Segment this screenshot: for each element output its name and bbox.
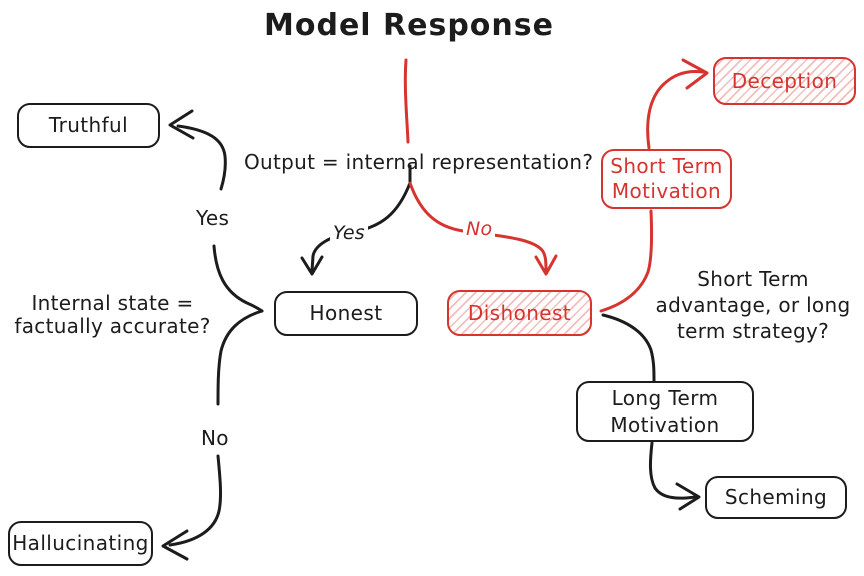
- edge-label-yes-honest: Yes: [330, 222, 369, 244]
- arrowhead-deception: [681, 58, 709, 90]
- node-dishonest: Dishonest: [447, 290, 592, 336]
- edge-honest-brace-lower: [216, 309, 264, 406]
- edge-label-yes-truthful: Yes: [196, 206, 230, 230]
- node-short-term-motivation: Short Term Motivation: [601, 149, 732, 209]
- arrowhead-scheming: [675, 482, 701, 511]
- node-truthful: Truthful: [17, 103, 160, 148]
- question-short-vs-long: Short Term advantage, or long term strat…: [655, 267, 851, 343]
- question-output-vs-internal: Output = internal representation?: [244, 150, 594, 174]
- question-internal-state: Internal state = factually accurate?: [14, 291, 211, 338]
- node-honest: Honest: [274, 291, 418, 336]
- node-hallucinating: Hallucinating: [8, 521, 153, 566]
- arrowhead-hallucinating: [161, 529, 189, 561]
- edge-stm-to-deception: [646, 70, 705, 150]
- arrowhead-dishonest: [534, 254, 558, 276]
- diagram-title: Model Response: [264, 8, 554, 43]
- node-scheming: Scheming: [705, 476, 847, 519]
- edge-dishonest-to-ltm: [601, 313, 656, 383]
- node-long-term-motivation: Long Term Motivation: [576, 381, 754, 442]
- arrowhead-honest: [300, 255, 324, 276]
- edge-ltm-to-scheming: [648, 441, 697, 500]
- edge-yes-to-truthful: [176, 124, 227, 191]
- edge-label-no-hallucinating: No: [201, 426, 229, 450]
- edge-title-to-question: [403, 58, 410, 144]
- arrowhead-truthful: [168, 109, 195, 140]
- edge-dishonest-to-stm: [599, 209, 654, 313]
- edge-honest-brace-upper: [212, 244, 264, 313]
- edge-no-to-hallucinating: [168, 454, 223, 547]
- edge-label-no-dishonest: No: [463, 218, 496, 240]
- node-deception: Deception: [713, 57, 856, 105]
